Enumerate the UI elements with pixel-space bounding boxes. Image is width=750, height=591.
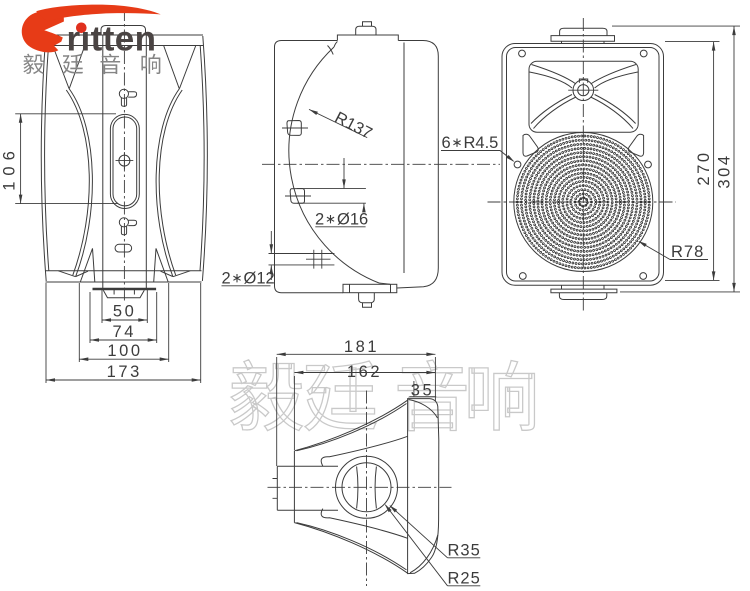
svg-text:50: 50 [113,303,137,321]
svg-text:106: 106 [1,145,19,191]
svg-text:rıtten: rıtten [67,20,157,59]
svg-text:R137: R137 [332,109,375,143]
svg-text:181: 181 [344,338,379,356]
svg-text:R4.5: R4.5 [464,134,499,152]
svg-text:Ø12: Ø12 [244,270,275,288]
svg-text:304: 304 [716,153,734,188]
svg-text:35: 35 [411,382,435,400]
svg-text:100: 100 [107,342,142,360]
svg-text:R78: R78 [671,243,704,261]
svg-text:270: 270 [695,150,713,185]
svg-text:Ø16: Ø16 [337,211,368,229]
svg-text:2: 2 [315,211,324,229]
svg-text:R25: R25 [448,570,481,588]
svg-text:173: 173 [107,363,142,381]
svg-text:6: 6 [442,134,451,152]
svg-text:2: 2 [222,270,231,288]
svg-text:74: 74 [113,323,137,341]
svg-text:162: 162 [347,363,382,381]
svg-text:R35: R35 [448,542,481,560]
